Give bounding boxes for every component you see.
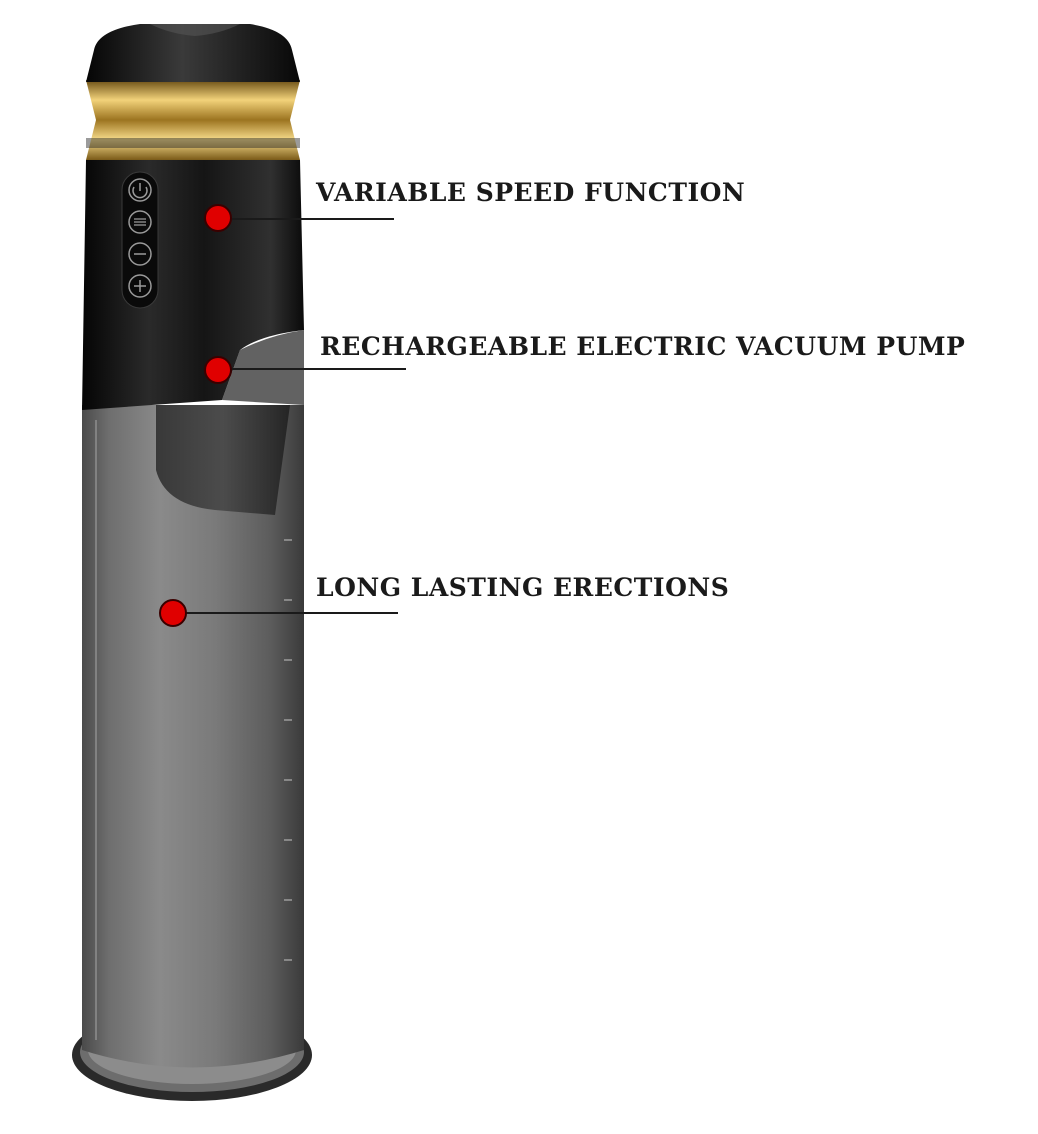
collar-groove <box>86 138 300 148</box>
pump-callout-label: RECHARGEABLE ELECTRIC VACUUM PUMP <box>320 332 966 361</box>
mode-button[interactable] <box>128 210 152 234</box>
inner-cylinder <box>156 405 290 515</box>
cap-sheen <box>150 24 240 36</box>
erections-marker-dot <box>159 599 187 627</box>
speed-callout-label: VARIABLE SPEED FUNCTION <box>316 178 746 207</box>
pump-leader-line <box>218 368 406 370</box>
measurement-scale <box>284 539 292 961</box>
power-icon <box>128 178 152 202</box>
speed-marker-dot <box>204 204 232 232</box>
cap <box>86 24 300 82</box>
plus-button[interactable] <box>128 274 152 298</box>
erections-leader-line <box>172 612 398 614</box>
mode-icon <box>128 210 152 234</box>
body-cutout <box>222 330 304 405</box>
vacuum-tube <box>82 405 304 1068</box>
minus-icon <box>128 242 152 266</box>
control-panel <box>121 171 159 309</box>
pump-marker-dot <box>204 356 232 384</box>
plus-icon <box>128 274 152 298</box>
gold-collar <box>86 80 300 160</box>
power-button[interactable] <box>128 178 152 202</box>
speed-leader-line <box>218 218 394 220</box>
erections-callout-label: LONG LASTING ERECTIONS <box>316 573 730 602</box>
minus-button[interactable] <box>128 242 152 266</box>
